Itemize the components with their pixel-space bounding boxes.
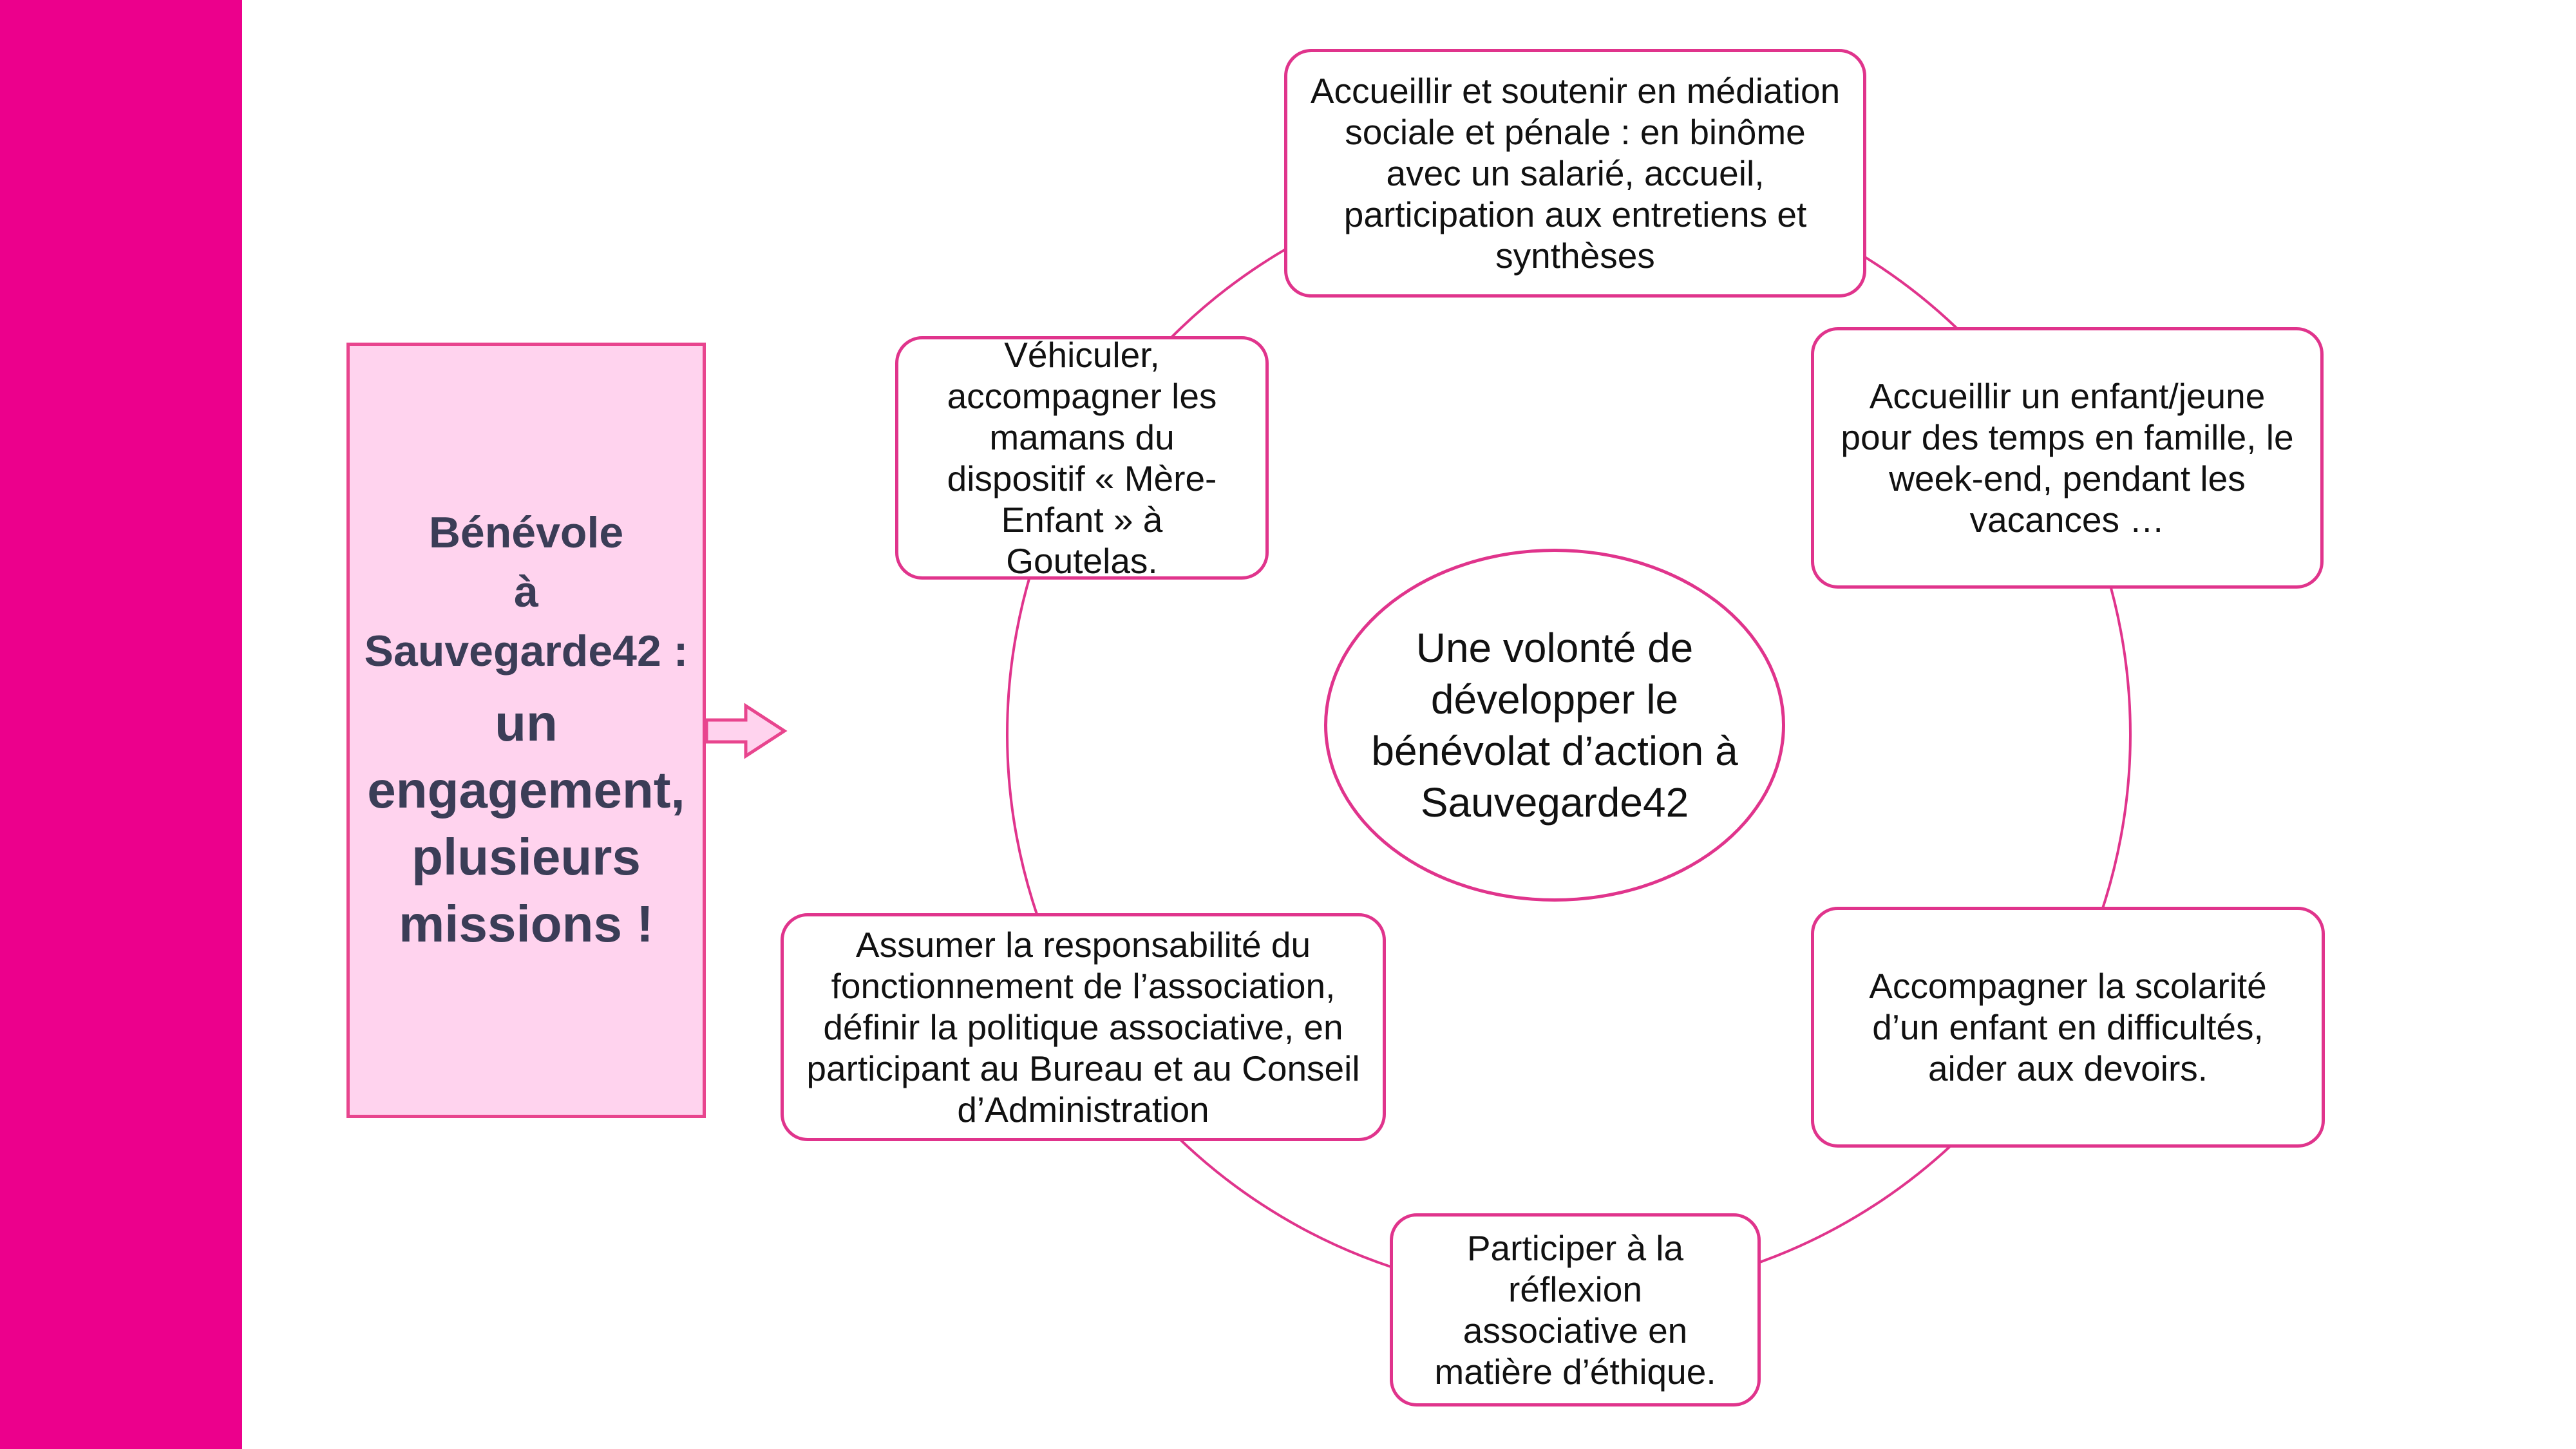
title-small-lines: Bénévole à Sauvegarde42 : bbox=[365, 503, 688, 681]
title-line-7: missions ! bbox=[399, 895, 654, 952]
mission-schooling-text: Accompagner la scolarité d’un enfant en … bbox=[1869, 966, 2267, 1088]
mission-ethics: Participer à la réflexion associative en… bbox=[1390, 1213, 1761, 1406]
mission-governance-text: Assumer la responsabilité du fonctionnem… bbox=[806, 925, 1360, 1130]
title-line-2: à bbox=[514, 567, 538, 616]
mission-mediation: Accueillir et soutenir en médiation soci… bbox=[1284, 49, 1866, 298]
title-large-lines: un engagement, plusieurs missions ! bbox=[367, 690, 685, 958]
title-line-3: Sauvegarde42 : bbox=[364, 627, 688, 676]
mission-transport: Véhiculer, accompagner les mamans du dis… bbox=[895, 335, 1269, 581]
title-line-1: Bénévole bbox=[428, 508, 624, 557]
title-line-5: engagement, bbox=[367, 761, 685, 819]
right-arrow-icon bbox=[705, 703, 788, 759]
mission-ethics-text: Participer à la réflexion associative en… bbox=[1434, 1228, 1716, 1392]
title-line-6: plusieurs bbox=[412, 828, 641, 886]
central-goal-text: Une volonté de développer le bénévolat d… bbox=[1371, 625, 1738, 826]
mission-governance: Assumer la responsabilité du fonctionnem… bbox=[781, 913, 1386, 1141]
sidebar-accent-bar bbox=[0, 0, 242, 1449]
mission-foster-child-text: Accueillir un enfant/jeune pour des temp… bbox=[1841, 376, 2294, 540]
mission-transport-text: Véhiculer, accompagner les mamans du dis… bbox=[947, 335, 1217, 581]
volunteer-title-box: Bénévole à Sauvegarde42 : un engagement,… bbox=[346, 343, 706, 1118]
mission-mediation-text: Accueillir et soutenir en médiation soci… bbox=[1310, 71, 1841, 276]
mission-foster-child: Accueillir un enfant/jeune pour des temp… bbox=[1811, 327, 2324, 589]
mission-schooling: Accompagner la scolarité d’un enfant en … bbox=[1811, 907, 2325, 1148]
title-line-4: un bbox=[495, 694, 558, 752]
central-goal: Une volonté de développer le bénévolat d… bbox=[1324, 549, 1785, 902]
